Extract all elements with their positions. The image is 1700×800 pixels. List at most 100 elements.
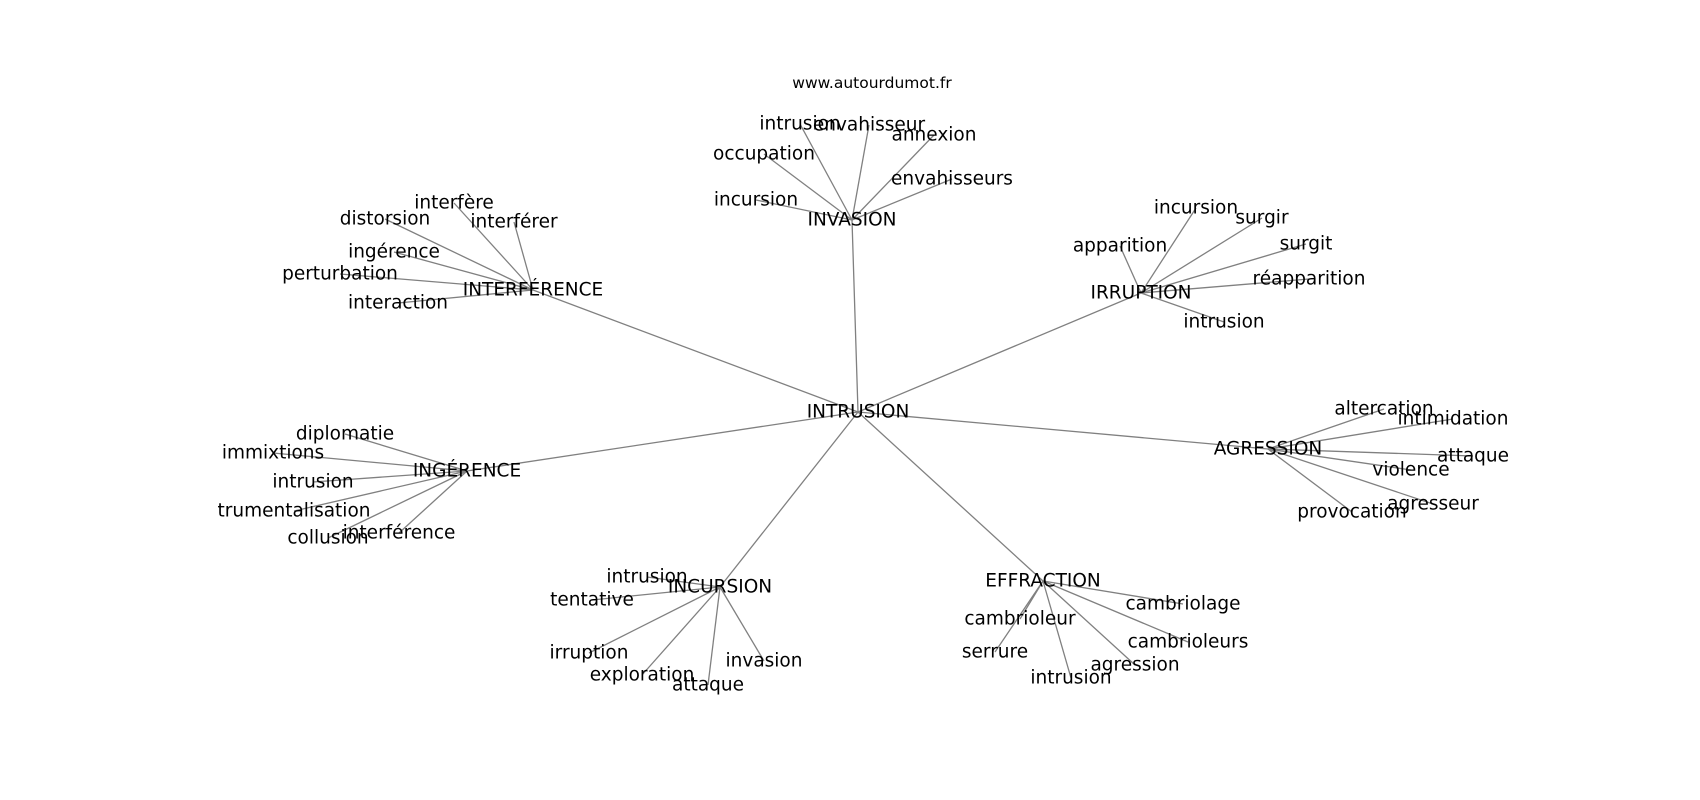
edge-root-to-hub bbox=[851, 219, 859, 413]
leaf-node: interaction bbox=[348, 293, 448, 314]
leaf-node: intrusion bbox=[1030, 668, 1111, 689]
leaf-node: immixtions bbox=[222, 443, 324, 464]
edge-hub-to-leaf bbox=[1140, 207, 1197, 294]
leaf-node: trumentalisation bbox=[218, 501, 371, 522]
leaf-node: attaque bbox=[672, 675, 744, 696]
edge-root-to-hub bbox=[857, 292, 1142, 413]
leaf-node: intimidation bbox=[1398, 409, 1509, 430]
leaf-node: interférence bbox=[343, 523, 456, 544]
edge-hub-to-leaf bbox=[1140, 217, 1263, 294]
leaf-node: envahisseurs bbox=[891, 169, 1013, 190]
hub-node: AGRESSION bbox=[1214, 439, 1323, 460]
leaf-node: apparition bbox=[1073, 236, 1167, 257]
edge-hub-to-leaf bbox=[851, 134, 935, 221]
edge-hub-to-leaf bbox=[384, 218, 534, 291]
leaf-node: invasion bbox=[726, 651, 803, 672]
hub-node: INTERFÉRENCE bbox=[463, 279, 603, 301]
hub-node: IRRUPTION bbox=[1090, 283, 1191, 304]
leaf-node: interférer bbox=[470, 212, 558, 233]
edge-hub-to-leaf bbox=[719, 586, 765, 662]
edge-hub-to-leaf bbox=[393, 251, 534, 291]
edge-root-to-hub bbox=[857, 411, 1044, 582]
edge-hub-to-leaf bbox=[763, 153, 853, 221]
leaf-node: exploration bbox=[590, 665, 695, 686]
leaf-node: intrusion bbox=[1183, 312, 1264, 333]
leaf-node: perturbation bbox=[282, 264, 398, 285]
edge-hub-to-leaf bbox=[1140, 243, 1307, 294]
edge-root-to-hub bbox=[719, 411, 859, 588]
leaf-node: altercation bbox=[1334, 399, 1433, 420]
leaf-node: provocation bbox=[1297, 502, 1406, 523]
edge-hub-to-leaf bbox=[397, 289, 534, 304]
leaf-node: intrusion bbox=[272, 472, 353, 493]
hub-node: INGÉRENCE bbox=[413, 460, 521, 482]
leaf-node: annexion bbox=[892, 125, 977, 146]
hub-node: EFFRACTION bbox=[985, 571, 1100, 592]
leaf-node: agresseur bbox=[1387, 494, 1479, 515]
labels-layer: INTRUSIONINVASIONintrusionenvahisseurann… bbox=[218, 114, 1510, 696]
edge-hub-to-leaf bbox=[1267, 408, 1385, 450]
leaf-node: ingérence bbox=[348, 242, 440, 263]
edge-hub-to-leaf bbox=[1267, 448, 1353, 513]
leaf-node: occupation bbox=[713, 144, 815, 165]
edge-hub-to-leaf bbox=[851, 178, 953, 221]
leaf-node: diplomatie bbox=[296, 424, 394, 445]
leaf-node: réapparition bbox=[1253, 269, 1366, 290]
edge-hub-to-leaf bbox=[707, 586, 721, 686]
edge-hub-to-leaf bbox=[327, 470, 468, 539]
leaf-node: tentative bbox=[550, 590, 634, 611]
edge-hub-to-leaf bbox=[1140, 278, 1310, 294]
leaf-node: envahisseur bbox=[813, 115, 926, 136]
leaf-node: intrusion bbox=[759, 114, 840, 135]
edge-hub-to-leaf bbox=[851, 124, 870, 221]
edge-hub-to-leaf bbox=[1267, 448, 1434, 505]
leaf-node: incursion bbox=[1154, 198, 1238, 219]
leaf-node: interfère bbox=[414, 193, 494, 214]
edge-hub-to-leaf bbox=[799, 123, 853, 221]
edge-hub-to-leaf bbox=[398, 470, 468, 534]
edge-root-to-hub bbox=[857, 411, 1269, 450]
leaf-node: incursion bbox=[714, 190, 798, 211]
edge-root-to-hub bbox=[532, 289, 859, 413]
edge-hub-to-leaf bbox=[646, 576, 721, 588]
edge-root-to-hub bbox=[466, 411, 859, 472]
edge-hub-to-leaf bbox=[1267, 448, 1412, 471]
leaf-node: intrusion bbox=[606, 567, 687, 588]
edge-hub-to-leaf bbox=[1267, 418, 1454, 450]
edge-hub-to-leaf bbox=[1140, 292, 1225, 323]
leaf-node: cambrioleur bbox=[964, 609, 1076, 630]
edge-hub-to-leaf bbox=[513, 221, 534, 291]
edge-hub-to-leaf bbox=[591, 586, 721, 601]
edge-hub-to-leaf bbox=[641, 586, 721, 676]
edge-hub-to-leaf bbox=[272, 452, 468, 472]
edge-hub-to-leaf bbox=[588, 586, 721, 654]
edge-hub-to-leaf bbox=[1042, 580, 1184, 605]
source-label: www.autourdumot.fr bbox=[792, 74, 952, 92]
edge-hub-to-leaf bbox=[293, 470, 468, 512]
edge-hub-to-leaf bbox=[755, 199, 853, 221]
leaf-node: violence bbox=[1372, 460, 1449, 481]
edge-hub-to-leaf bbox=[1042, 580, 1136, 666]
leaf-node: serrure bbox=[962, 642, 1028, 663]
leaf-node: irruption bbox=[550, 643, 629, 664]
leaf-node: surgir bbox=[1235, 208, 1289, 229]
edge-hub-to-leaf bbox=[339, 273, 534, 291]
edge-hub-to-leaf bbox=[994, 580, 1044, 653]
root-node: INTRUSION bbox=[807, 402, 910, 423]
edge-hub-to-leaf bbox=[1267, 448, 1474, 457]
leaf-node: surgit bbox=[1280, 234, 1333, 255]
edge-hub-to-leaf bbox=[1119, 245, 1142, 294]
edge-hub-to-leaf bbox=[344, 433, 468, 472]
leaf-node: distorsion bbox=[340, 209, 431, 230]
hub-node: INVASION bbox=[807, 210, 896, 231]
hub-node: INCURSION bbox=[668, 577, 772, 598]
leaf-node: agression bbox=[1090, 655, 1179, 676]
edges-layer bbox=[272, 123, 1474, 686]
leaf-node: collusion bbox=[287, 528, 368, 549]
edge-hub-to-leaf bbox=[1042, 580, 1189, 643]
edge-hub-to-leaf bbox=[312, 470, 468, 483]
leaf-node: attaque bbox=[1437, 446, 1509, 467]
leaf-node: cambrioleurs bbox=[1128, 632, 1249, 653]
